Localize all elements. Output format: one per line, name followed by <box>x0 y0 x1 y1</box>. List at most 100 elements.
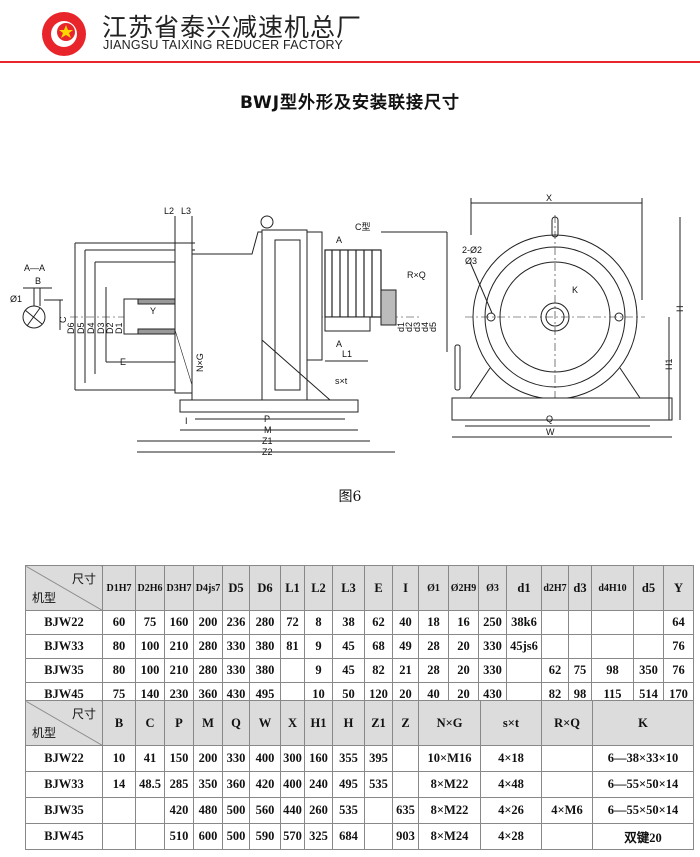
col-header: C <box>135 700 165 746</box>
value-cell: 10×M16 <box>418 745 481 772</box>
value-cell: 4×18 <box>480 745 542 772</box>
value-cell: 38 <box>332 610 365 635</box>
value-cell <box>541 610 569 635</box>
value-cell: 380 <box>249 634 281 659</box>
company-logo <box>42 12 86 56</box>
value-cell <box>591 610 634 635</box>
col-header: Ø1 <box>418 565 449 611</box>
value-cell: 210 <box>164 658 194 683</box>
svg-text:X: X <box>546 193 552 203</box>
value-cell <box>541 745 593 772</box>
col-header: D6 <box>249 565 281 611</box>
value-cell: 28 <box>418 634 449 659</box>
col-header: D1H7 <box>102 565 136 611</box>
value-cell: 28 <box>418 658 449 683</box>
value-cell: 20 <box>448 658 479 683</box>
value-cell: 240 <box>304 771 333 798</box>
value-cell: 98 <box>591 658 634 683</box>
value-cell: 280 <box>249 610 281 635</box>
value-cell: 600 <box>193 823 223 850</box>
value-cell: 200 <box>193 610 223 635</box>
section-aa: A—A B Ø1 C <box>10 263 68 330</box>
svg-text:I: I <box>185 416 188 426</box>
svg-text:A—A: A—A <box>24 263 45 273</box>
svg-text:N×G: N×G <box>195 353 205 372</box>
value-cell: 64 <box>663 610 694 635</box>
value-cell: 41 <box>135 745 165 772</box>
value-cell: 260 <box>304 797 333 824</box>
value-cell: 75 <box>135 610 165 635</box>
value-cell: 100 <box>135 658 165 683</box>
value-cell: 360 <box>222 771 250 798</box>
svg-text:L1: L1 <box>342 349 352 359</box>
col-header: E <box>364 565 393 611</box>
value-cell: 480 <box>193 797 223 824</box>
value-cell: 6—38×33×10 <box>592 745 694 772</box>
value-cell: 635 <box>392 797 419 824</box>
value-cell: 325 <box>304 823 333 850</box>
value-cell: 400 <box>280 771 305 798</box>
value-cell: 236 <box>222 610 250 635</box>
svg-text:d3: d3 <box>412 322 422 332</box>
svg-text:s×t: s×t <box>335 376 348 386</box>
value-cell <box>568 610 592 635</box>
svg-text:C型: C型 <box>355 222 371 232</box>
col-header: B <box>102 700 136 746</box>
svg-text:D5: D5 <box>76 322 86 334</box>
value-cell: 535 <box>364 771 393 798</box>
svg-text:D4: D4 <box>86 322 96 334</box>
col-header: W <box>249 700 281 746</box>
value-cell: 590 <box>249 823 281 850</box>
value-cell: 903 <box>392 823 419 850</box>
value-cell: 440 <box>280 797 305 824</box>
value-cell: 14 <box>102 771 136 798</box>
value-cell: 8×M24 <box>418 823 481 850</box>
col-header: Y <box>663 565 694 611</box>
col-header: s×t <box>480 700 542 746</box>
col-header: K <box>592 700 694 746</box>
value-cell: 570 <box>280 823 305 850</box>
value-cell <box>633 610 664 635</box>
value-cell: 510 <box>164 823 194 850</box>
svg-text:D3: D3 <box>96 322 106 334</box>
value-cell <box>568 634 592 659</box>
col-header: D3H7 <box>164 565 194 611</box>
value-cell: 80 <box>102 634 136 659</box>
svg-text:Ø1: Ø1 <box>10 294 22 304</box>
value-cell: 40 <box>392 610 419 635</box>
value-cell: 500 <box>222 823 250 850</box>
value-cell <box>541 823 593 850</box>
model-cell: BJW22 <box>25 745 103 772</box>
value-cell: 48.5 <box>135 771 165 798</box>
value-cell: 100 <box>135 634 165 659</box>
value-cell <box>541 634 569 659</box>
col-header: D4js7 <box>193 565 223 611</box>
col-header: X <box>280 700 305 746</box>
value-cell: 16 <box>448 610 479 635</box>
value-cell: 280 <box>193 658 223 683</box>
value-cell: 160 <box>304 745 333 772</box>
value-cell: 76 <box>663 658 694 683</box>
value-cell: 6—55×50×14 <box>592 797 694 824</box>
value-cell <box>280 658 305 683</box>
col-header: Q <box>222 700 250 746</box>
value-cell: 45 <box>332 658 365 683</box>
svg-text:W: W <box>546 427 555 437</box>
value-cell: 9 <box>304 658 333 683</box>
svg-text:D2: D2 <box>105 322 115 334</box>
value-cell: 350 <box>633 658 664 683</box>
value-cell <box>364 797 393 824</box>
value-cell: 400 <box>249 745 281 772</box>
value-cell: 75 <box>568 658 592 683</box>
header-divider <box>0 61 700 63</box>
company-name-en: JIANGSU TAIXING REDUCER FACTORY <box>103 38 344 52</box>
value-cell: 4×48 <box>480 771 542 798</box>
value-cell: 10 <box>102 745 136 772</box>
col-header: P <box>164 700 194 746</box>
